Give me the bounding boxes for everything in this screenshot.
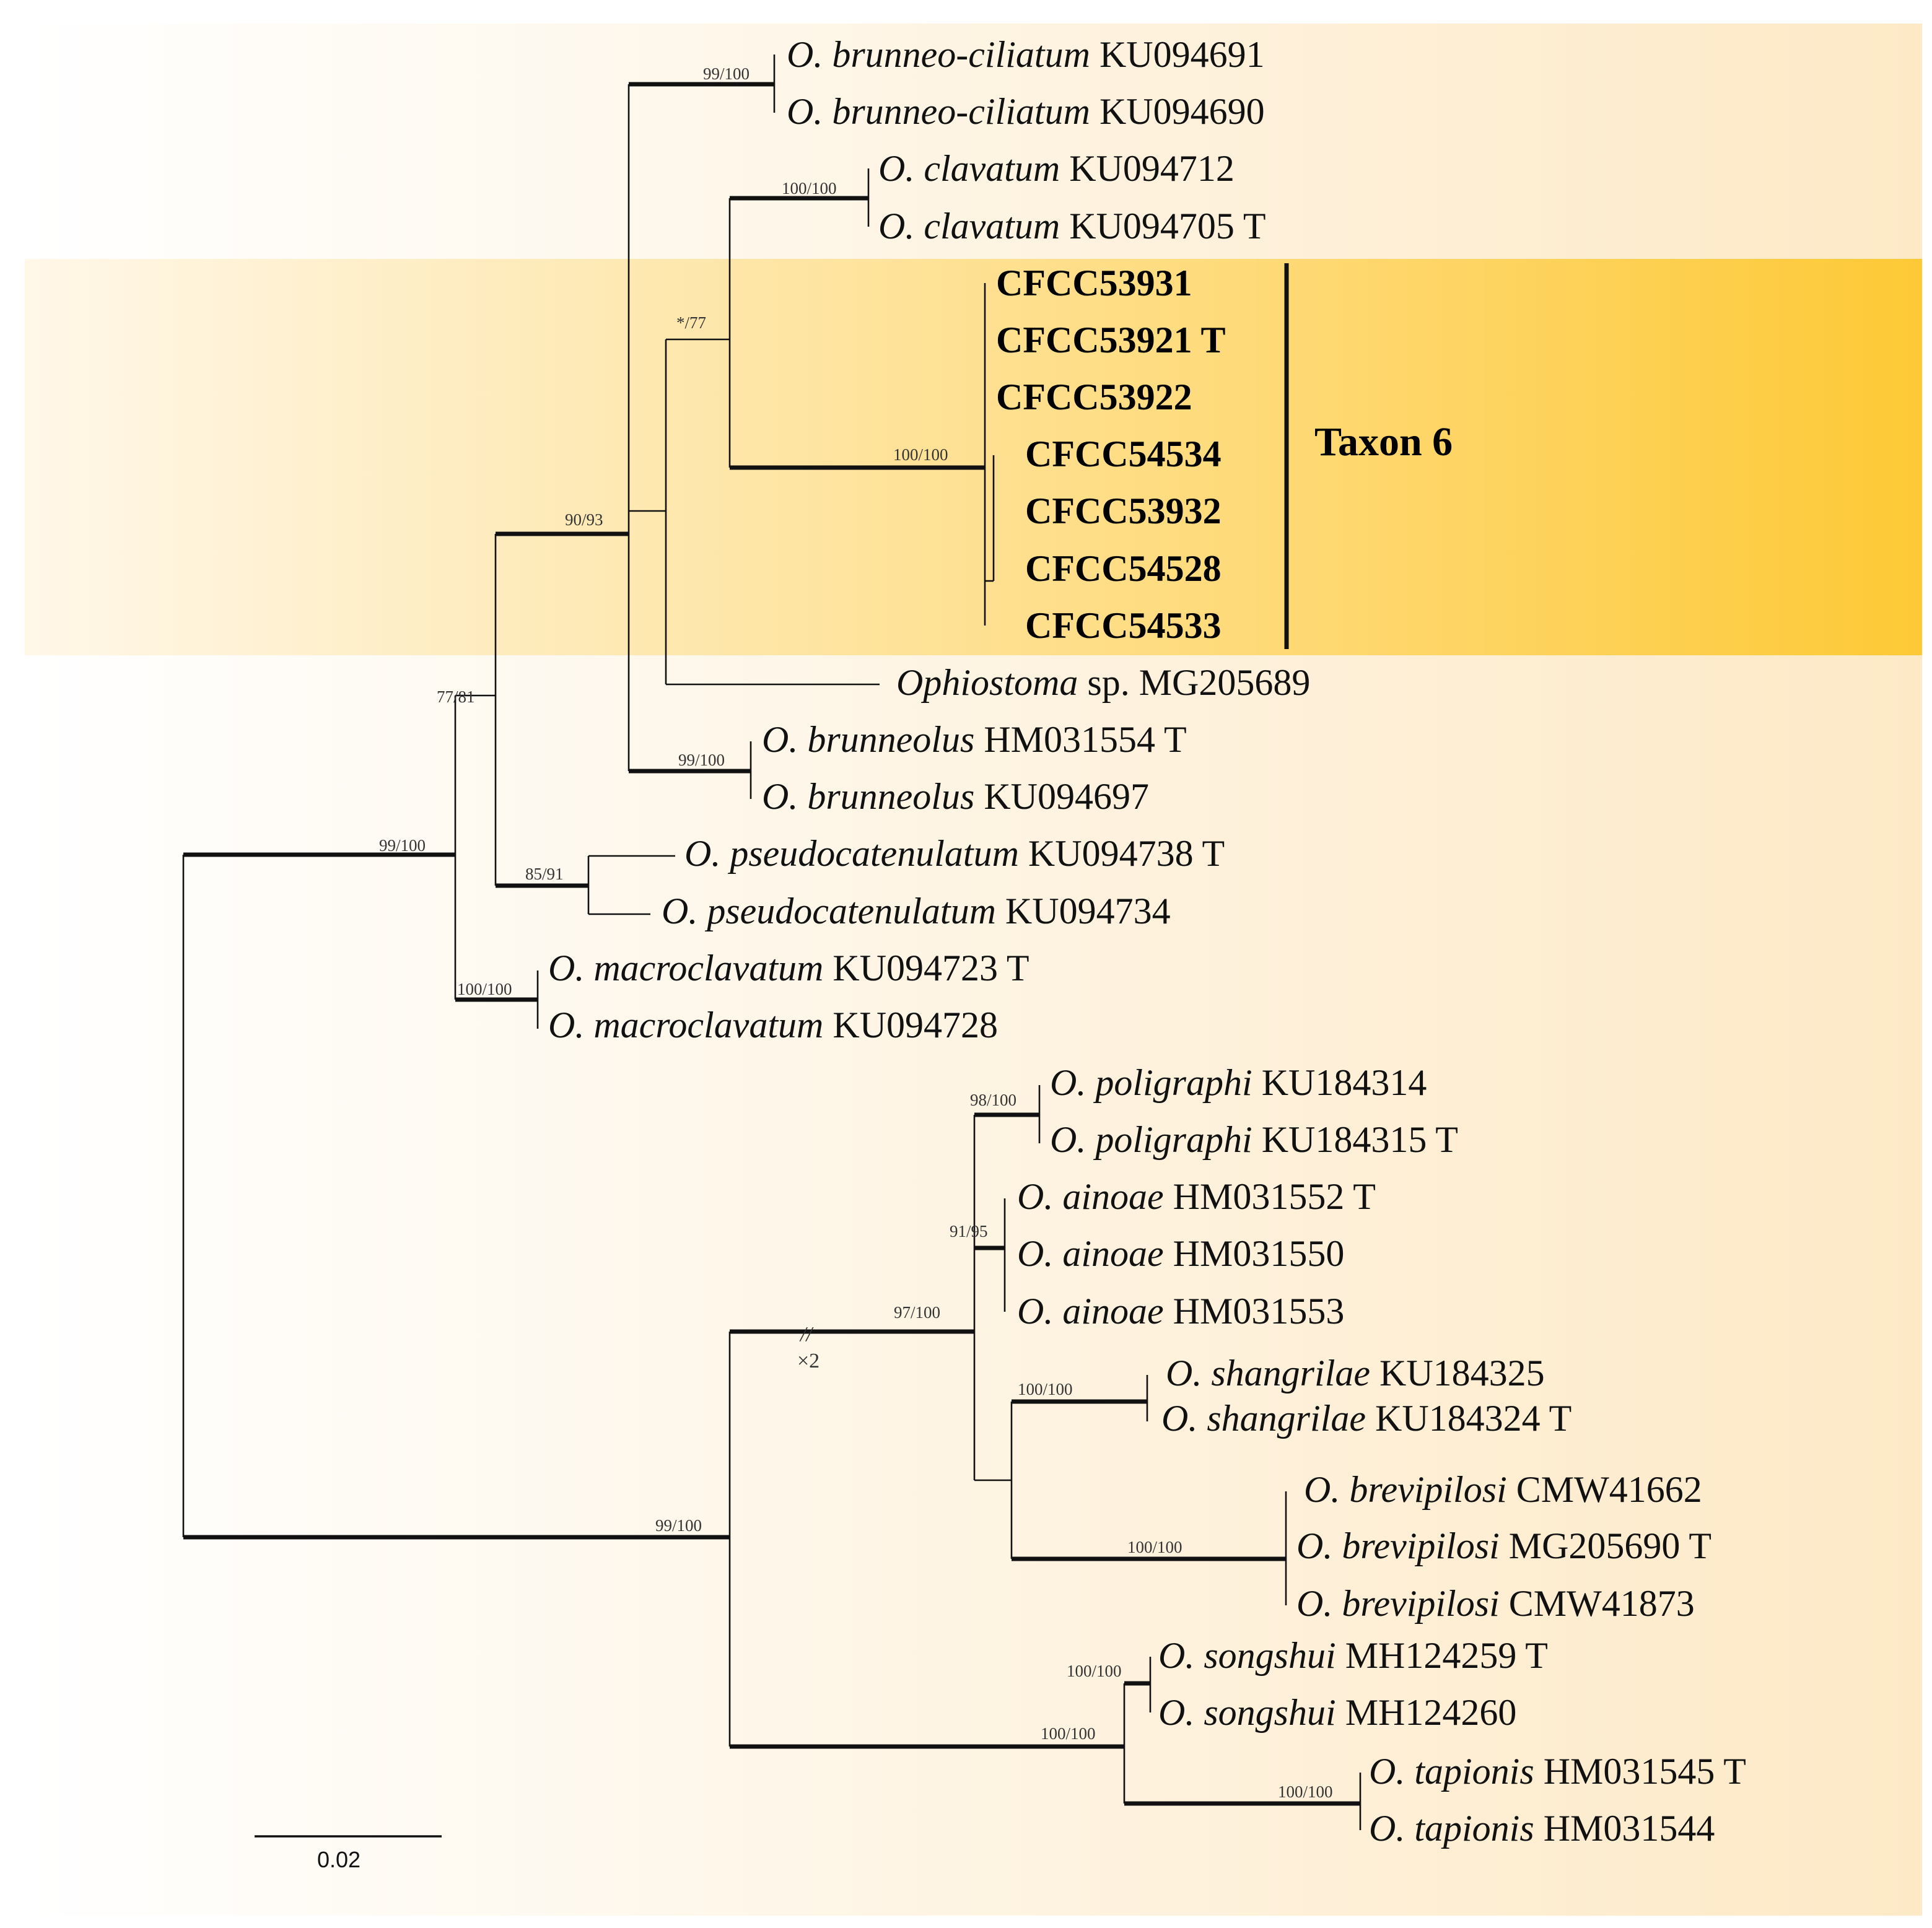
- taxon-label: Ophiostoma sp. MG205689: [896, 662, 1310, 703]
- taxon-6-highlight-band: [25, 259, 1922, 655]
- taxon-label: O. brevipilosi CMW41873: [1296, 1583, 1695, 1624]
- branch-break-symbol: //: [799, 1323, 814, 1346]
- taxon-label-taxon6: CFCC54533: [1025, 605, 1222, 646]
- taxon-label: O. songshui MH124260: [1158, 1692, 1516, 1733]
- taxon-label: O. tapionis HM031544: [1369, 1808, 1715, 1849]
- support-value: 100/100: [1278, 1782, 1333, 1801]
- taxon-label: O. songshui MH124259 T: [1158, 1635, 1548, 1676]
- support-value: 100/100: [893, 445, 948, 464]
- support-value: 100/100: [1018, 1380, 1073, 1398]
- taxon-label: O. ainoae HM031550: [1017, 1233, 1344, 1274]
- taxon-label: O. brunneolus KU094697: [762, 776, 1149, 817]
- taxon-label: O. pseudocatenulatum KU094734: [662, 891, 1171, 931]
- branch-break-multiplier: ×2: [797, 1350, 820, 1372]
- taxon-label: O. brunneo-ciliatum KU094690: [787, 91, 1265, 132]
- support-value: 91/95: [950, 1222, 988, 1241]
- taxon-labels: O. brunneo-ciliatum KU094691 O. brunneo-…: [548, 34, 1746, 1849]
- taxon-label-taxon6: CFCC54528: [1025, 548, 1222, 589]
- support-value: 100/100: [1067, 1662, 1122, 1680]
- taxon-label: O. clavatum KU094705 T: [878, 206, 1266, 246]
- support-value: 99/100: [655, 1516, 702, 1535]
- taxon-label: O. ainoae HM031552 T: [1017, 1176, 1376, 1217]
- taxon-label: O. macroclavatum KU094728: [548, 1005, 998, 1045]
- support-value: 98/100: [970, 1091, 1016, 1109]
- taxon-label: O. brunneo-ciliatum KU094691: [787, 34, 1265, 75]
- taxon-label: O. pseudocatenulatum KU094738 T: [684, 833, 1225, 874]
- taxon-label: O. shangrilae KU184325: [1166, 1353, 1545, 1394]
- support-value: 97/100: [894, 1303, 940, 1322]
- support-value: 85/91: [525, 865, 564, 883]
- scale-bar-label: 0.02: [317, 1847, 361, 1872]
- support-value: 99/100: [703, 64, 750, 83]
- support-value: 100/100: [1041, 1724, 1096, 1743]
- taxon-label-taxon6: CFCC54534: [1025, 434, 1222, 474]
- support-value: 100/100: [1127, 1538, 1182, 1556]
- taxon-label-taxon6: CFCC53921 T: [996, 320, 1226, 360]
- support-value: */77: [676, 313, 706, 332]
- taxon-label: O. poligraphi KU184314: [1050, 1062, 1427, 1103]
- support-values: 99/100 100/100 */77 100/100 90/93 77/81 …: [379, 64, 1333, 1801]
- taxon-label-taxon6: CFCC53922: [996, 377, 1192, 417]
- taxon-label: O. ainoae HM031553: [1017, 1291, 1344, 1332]
- support-value: 100/100: [457, 980, 512, 998]
- taxon-label: O. clavatum KU094712: [878, 148, 1235, 189]
- support-value: 99/100: [379, 836, 426, 855]
- taxon-label: O. brunneolus HM031554 T: [762, 719, 1187, 760]
- taxon-6-clade-label: Taxon 6: [1314, 419, 1453, 465]
- taxon-label: O. macroclavatum KU094723 T: [548, 948, 1029, 988]
- taxon-label-taxon6: CFCC53931: [996, 263, 1192, 303]
- taxon-label: O. poligraphi KU184315 T: [1050, 1119, 1458, 1160]
- support-value: 100/100: [782, 179, 837, 198]
- taxon-label-taxon6: CFCC53932: [1025, 491, 1222, 531]
- tree-branches: [182, 55, 1362, 1830]
- taxon-label: O. tapionis HM031545 T: [1369, 1751, 1746, 1792]
- support-value: 99/100: [678, 751, 725, 769]
- taxon-label: O. brevipilosi CMW41662: [1304, 1469, 1702, 1510]
- support-value: 90/93: [565, 510, 603, 529]
- support-value: 77/81: [437, 687, 475, 706]
- taxon-label: O. brevipilosi MG205690 T: [1296, 1525, 1711, 1566]
- taxon-label: O. shangrilae KU184324 T: [1161, 1398, 1571, 1439]
